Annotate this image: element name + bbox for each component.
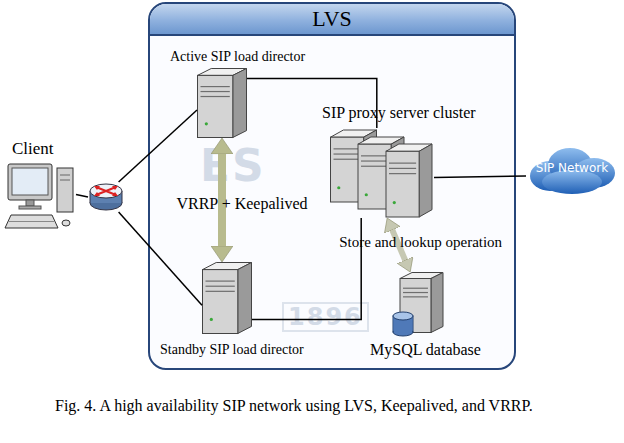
server-front [386, 151, 419, 217]
router-icon [88, 182, 124, 212]
connector-line [119, 212, 202, 305]
monitor-base [19, 206, 41, 209]
server-slot [389, 173, 416, 174]
mouse [62, 220, 70, 226]
figure-caption: Fig. 4. A high availability SIP network … [55, 396, 615, 415]
server-led [205, 122, 208, 125]
router-arrows [96, 187, 116, 195]
router-icon-graphic [88, 182, 124, 212]
connector-line [247, 79, 377, 129]
connector-line [252, 218, 361, 320]
router-arrowhead [112, 186, 118, 190]
server-cluster: SIP proxy server cluster [330, 128, 434, 218]
edge-label: VRRP + Keepalived [142, 195, 342, 213]
connector-line [76, 194, 88, 197]
server-led [365, 193, 368, 196]
client-computer: Client [4, 162, 76, 234]
node-label: Standby SIP load director [160, 342, 345, 358]
server-side [233, 69, 247, 138]
server-slot [334, 153, 361, 154]
watermark-text: ES [200, 142, 266, 190]
client-computer-graphic [4, 162, 76, 234]
server-slot [201, 96, 230, 97]
server-slot [334, 148, 361, 149]
server-slot [403, 288, 428, 289]
monitor [8, 164, 52, 200]
edge-label: Store and lookup operation [321, 234, 521, 251]
connector-line [434, 176, 526, 178]
server-icon: Standby SIP load director [202, 262, 252, 334]
server-icon-graphic [202, 262, 252, 334]
network-cloud: SIP Network [526, 146, 618, 196]
server-led [337, 186, 340, 189]
server-slot [201, 86, 230, 87]
server-slot [206, 281, 235, 282]
pc-tower [57, 168, 73, 212]
server-front [198, 75, 233, 137]
server-slot [403, 296, 428, 297]
server-side [238, 263, 252, 334]
server-side [431, 273, 443, 333]
router-arrowhead [94, 192, 100, 196]
pc-slot [60, 175, 70, 176]
router-arrowhead [112, 192, 118, 196]
pc-slot [60, 180, 70, 181]
node-label: Client [12, 139, 92, 159]
node-label: Active SIP load director [170, 49, 340, 65]
server-led [393, 201, 396, 204]
database-server-graphic [392, 272, 444, 338]
server-front [203, 270, 238, 334]
watermark-text: 1896 [282, 302, 369, 332]
server-slot [206, 291, 235, 292]
server-slot [361, 155, 388, 156]
screen [12, 168, 48, 195]
server-slot [361, 160, 388, 161]
node-label: MySQL database [370, 341, 520, 359]
server-led [210, 318, 213, 321]
server-icon-graphic [197, 68, 247, 138]
server-icon: Active SIP load director [197, 68, 247, 138]
keyboard-keys [9, 221, 54, 222]
server-slot [389, 168, 416, 169]
router-arrowhead [94, 186, 100, 190]
monitor-stand [26, 200, 34, 206]
server-slot [389, 163, 416, 164]
server-slot [206, 286, 235, 287]
connector-line [119, 110, 197, 182]
server-slot [403, 292, 428, 293]
node-label: SIP Network [526, 162, 618, 176]
database-server: MySQL database [392, 272, 444, 338]
node-label: SIP proxy server cluster [322, 104, 502, 122]
router-top [90, 184, 122, 198]
container-title: LVS [150, 4, 514, 36]
server-cluster-graphic [330, 128, 434, 218]
db-cylinder [393, 312, 413, 320]
server-slot [201, 91, 230, 92]
server-slot [361, 166, 388, 167]
keyboard [5, 215, 58, 228]
server-slot [334, 159, 361, 160]
server-side [419, 144, 432, 217]
